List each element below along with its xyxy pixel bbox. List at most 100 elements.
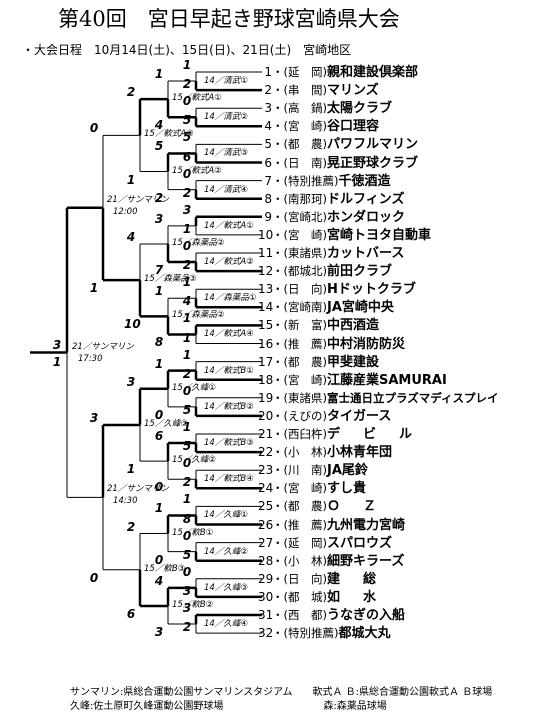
team-row: 8・(南那珂)ドルフィンズ	[258, 190, 404, 208]
score-label: 5	[154, 139, 164, 154]
team-name: スパロウズ	[326, 535, 392, 551]
team-area: ・(日 南)	[272, 155, 327, 170]
venue-label: 14／森薬品①	[204, 293, 257, 304]
score-label: 3	[154, 211, 164, 226]
venue-label: 15／軟B①	[172, 527, 214, 538]
team-number: 11	[258, 246, 274, 260]
team-area: ・(宮 崎)	[272, 372, 327, 387]
venue-legend-line-1: サンマリン:県総合運動公園サンマリンスタジアム 軟式Ａ Ｂ:県総合運動公園軟式Ａ…	[70, 687, 493, 698]
team-area: ・(宮 崎)	[272, 119, 327, 134]
score-label: 4	[154, 573, 164, 588]
team-name: 晃正野球クラブ	[326, 155, 418, 171]
score-label: 0	[154, 407, 164, 422]
team-row: 6・(日 南)晃正野球クラブ	[258, 154, 418, 172]
team-row: 28・(小 林)細野キラーズ	[258, 552, 404, 570]
venue-label: 14／軟式A①	[204, 220, 254, 231]
team-row: 19・(東諸県)富士通日立プラズマディスプレイ	[258, 389, 498, 407]
venue-label: 14／軟式A②	[204, 257, 254, 268]
team-area: ・(西臼杵)	[272, 427, 327, 441]
score-label: 1	[52, 354, 62, 369]
score-label: 3	[182, 202, 192, 217]
team-name: JA宮崎中央	[326, 300, 394, 316]
team-row: 22・(小 林)小林青年団	[258, 443, 392, 461]
team-number: 15	[258, 318, 274, 333]
venue-label: 14／軟式B②	[204, 401, 254, 412]
team-area: ・(都城北)	[272, 264, 327, 279]
team-name: 甲斐建設	[326, 354, 379, 370]
team-number: 14	[258, 300, 274, 315]
venue-label: 14／清武③	[204, 148, 248, 159]
team-area: ・(小 林)	[272, 553, 327, 568]
team-row: 23・(川 南)JA尾鈴	[258, 461, 368, 479]
venue-label: 21／サンマリン	[107, 194, 169, 205]
venue-label: 15／久峰②	[172, 455, 216, 466]
score-label: 0	[182, 456, 192, 471]
score-label: 2	[126, 519, 136, 534]
team-number: 29	[258, 571, 274, 586]
team-number: 28	[258, 553, 274, 568]
score-label: 3	[154, 625, 164, 640]
team-row: 3・(高 鍋)太陽クラブ	[258, 99, 392, 117]
score-label: 1	[154, 67, 164, 82]
team-row: 31・(西 都)うなぎの入船	[258, 606, 405, 624]
team-name: 中西酒造	[326, 318, 379, 334]
score-label: 1	[182, 420, 192, 434]
score-label: 1	[182, 330, 192, 345]
team-row: 26・(推 薦)九州電力宮崎	[258, 516, 405, 534]
score-label: 5	[182, 113, 192, 128]
score-label: 5	[182, 130, 192, 145]
team-area: ・(宮 崎)	[272, 481, 327, 496]
team-area: ・(小 林)	[272, 445, 327, 460]
team-area: ・(東諸県)	[272, 390, 327, 405]
team-row: 17・(都 農)甲斐建設	[258, 353, 379, 371]
team-number: 7	[264, 173, 272, 188]
team-row: 2・(串 間)マリンズ	[258, 81, 379, 99]
team-number: 25	[258, 499, 274, 514]
team-area: ・(南那珂)	[272, 191, 327, 206]
team-area: ・(新 富)	[272, 318, 327, 333]
score-label: 0	[154, 552, 164, 567]
score-label: 0	[182, 239, 192, 253]
team-name: マリンズ	[326, 83, 379, 99]
team-row: 25・(都 農)Ｏ Ｚ	[258, 497, 381, 515]
team-name: 富士通日立プラズマディスプレイ	[326, 390, 499, 405]
team-row: 11・(東諸県)カットバース	[258, 244, 404, 262]
team-name: 江藤産業SAMURAI	[326, 372, 447, 388]
venue-label: 14／清武①	[204, 76, 248, 87]
venue-label: 14／軟式A④	[204, 329, 254, 340]
team-area: ・(宮 崎)	[272, 227, 327, 242]
team-name: 谷口理容	[326, 119, 379, 135]
team-area: ・(西 都)	[272, 608, 327, 622]
score-label: 8	[182, 511, 192, 526]
score-label: 1	[154, 501, 164, 516]
team-row: 9・(宮崎北)ホンダロック	[258, 208, 405, 226]
team-number: 2	[264, 83, 272, 98]
score-label: 3	[52, 337, 62, 352]
team-number: 22	[258, 445, 274, 460]
team-area: ・(高 鍋)	[272, 101, 327, 116]
team-area: ・(都 城)	[272, 589, 327, 604]
venue-label: 14／清武②	[204, 112, 248, 123]
team-number: 10	[258, 227, 274, 242]
team-name: ホンダロック	[326, 209, 405, 225]
score-label: 3	[182, 601, 192, 615]
score-label: 6	[182, 149, 192, 164]
team-area: ・(特別推薦)	[272, 173, 339, 188]
team-name: カットバース	[326, 246, 405, 261]
score-label: 5	[182, 547, 192, 562]
team-row: 32・(特別推薦)都城大丸	[258, 624, 391, 642]
venue-label: 14／久峰②	[204, 546, 248, 557]
venue-label: 17:30	[78, 353, 103, 364]
team-name: ドルフィンズ	[326, 191, 405, 207]
team-name: 如 水	[326, 589, 381, 605]
venue-label: 15／軟B③	[144, 563, 186, 574]
score-label: 0	[154, 480, 164, 495]
team-row: 29・(日 向)建 総	[258, 570, 381, 588]
team-row: 18・(宮 崎)江藤産業SAMURAI	[258, 371, 447, 389]
team-number: 21	[258, 427, 274, 441]
score-label: 7	[154, 263, 164, 278]
venue-label: 12:00	[113, 206, 138, 217]
score-label: 3	[182, 583, 192, 598]
team-area: ・(都 農)	[272, 354, 327, 369]
